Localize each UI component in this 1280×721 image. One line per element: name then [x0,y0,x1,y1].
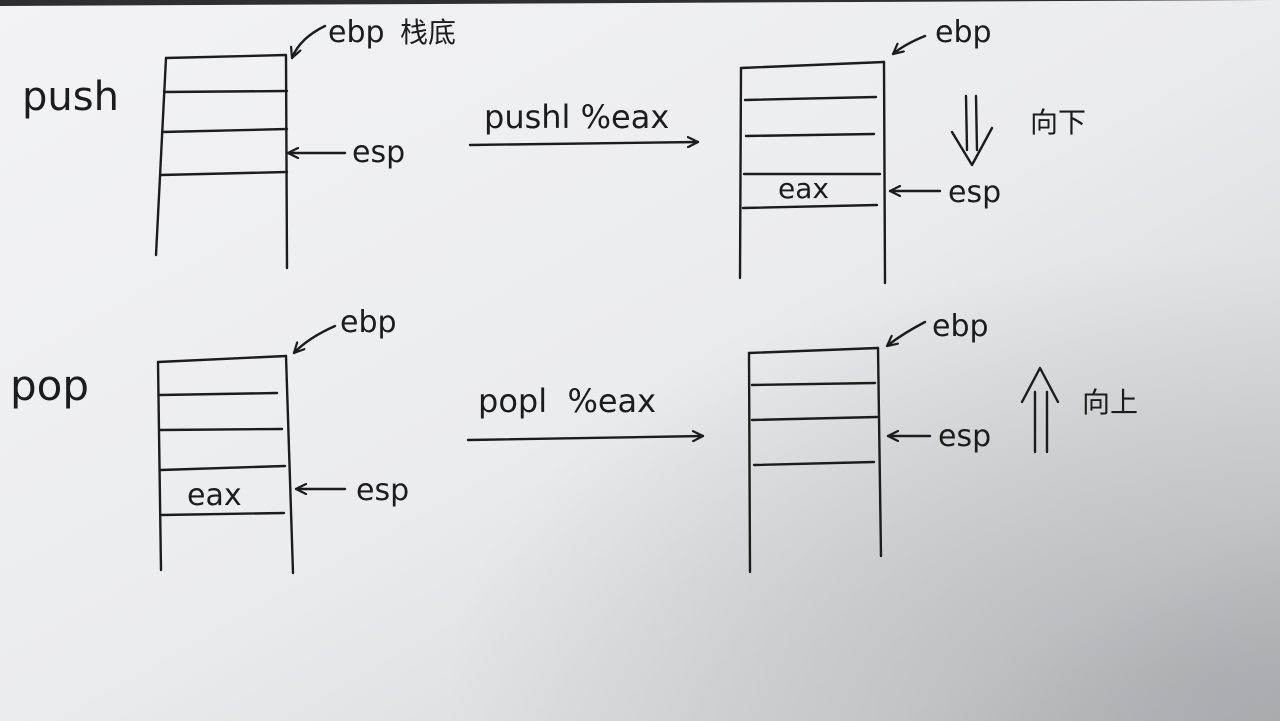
push-stack-after [738,60,887,285]
pop-stack-after [747,346,883,574]
pop-before-ebp-label: ebp [340,305,397,340]
push-before-top [164,53,288,60]
push-after-row-1 [743,95,878,102]
push-before-row-2 [160,127,289,134]
pop-after-right-wall [876,346,883,558]
push-after-ebp-label: ebp [935,15,992,50]
push-instruction: pushl %eax [484,98,669,136]
pop-before-left-wall [156,360,163,572]
pop-after-left-wall [747,351,752,574]
push-stack-before [154,53,289,270]
pop-after-row-3 [752,460,876,467]
pop-after-row-2 [750,415,879,422]
push-title: push [22,74,119,120]
pop-before-row-2 [158,427,284,432]
push-section: push ebp 栈底 esp pushl %eax eax [22,15,1086,285]
up-label: 向上 [1082,386,1138,419]
push-after-row-4 [741,203,879,210]
push-before-row-3 [159,170,289,177]
push-before-stack-bottom-label: 栈底 [400,16,456,49]
push-instruction-arrow [468,142,700,145]
push-after-eax-cell: eax [778,172,829,205]
pop-before-esp-label: esp [356,473,409,508]
push-before-esp-label: esp [352,135,405,170]
pop-after-ebp-arrow [887,320,927,346]
push-before-ebp-arrow [292,24,327,58]
down-double-arrow [950,94,994,167]
down-label: 向下 [1030,106,1086,139]
pop-title: pop [10,361,89,410]
pop-before-top [156,354,288,364]
push-before-right-wall [284,54,289,270]
pop-after-row-1 [750,381,877,387]
push-before-row-1 [162,89,289,94]
pop-before-row-1 [158,391,279,397]
push-after-esp-label: esp [948,175,1001,210]
push-after-ebp-arrow [893,34,927,54]
pop-instruction: popl %eax [478,382,656,420]
up-double-arrow [1020,366,1060,454]
push-after-row-2 [744,132,876,138]
pop-before-ebp-arrow [294,324,337,353]
pop-stack-before [156,354,295,575]
push-after-left-wall [738,66,743,280]
push-after-top [739,60,886,70]
pop-after-top [747,346,880,355]
pop-instruction-arrow [466,436,705,440]
pop-before-row-4 [160,511,286,517]
push-before-ebp-label: ebp [328,15,385,50]
pop-section: pop eax ebp esp popl %eax ebp [10,305,1138,575]
pop-after-ebp-label: ebp [932,309,989,344]
push-after-right-wall [882,60,887,285]
pop-before-right-wall [284,354,295,575]
pop-before-eax-cell: eax [187,478,242,513]
pop-after-esp-label: esp [938,419,991,454]
pop-before-row-3 [159,464,287,472]
